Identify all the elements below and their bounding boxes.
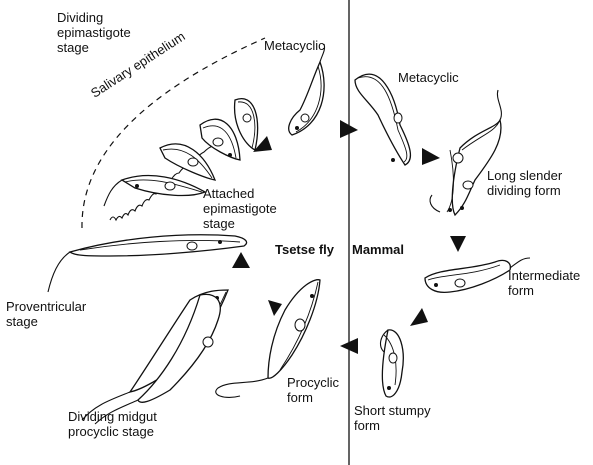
dividing-midgut-cells [82, 290, 228, 424]
short-stumpy-cell [381, 330, 404, 397]
metacyclic-fly-cell [289, 44, 325, 135]
metacyclic-mammal-cell [355, 74, 410, 165]
label-mammal: Mammal [352, 242, 404, 257]
label-procyclic-form: Procyclic form [287, 375, 339, 405]
proventricular-cell [48, 235, 247, 292]
label-dividing-epimastigote-stage: Dividing epimastigote stage [57, 10, 131, 55]
label-short-stumpy-form: Short stumpy form [354, 403, 431, 433]
label-tsetse-fly: Tsetse fly [275, 242, 334, 257]
label-dividing-midgut-procyclic-stage: Dividing midgut procyclic stage [68, 409, 157, 439]
label-metacyclic-fly: Metacyclic [264, 38, 325, 53]
label-attached-epimastigote-stage: Attached epimastigote stage [203, 186, 277, 231]
arrow-to-long-slender [422, 148, 440, 165]
arrow-to-intermediate [450, 236, 466, 252]
label-proventricular-stage: Proventricular stage [6, 299, 86, 329]
label-long-slender-dividing-form: Long slender dividing form [487, 168, 562, 198]
arrow-to-proventricular [232, 252, 250, 268]
arrow-to-dividing-midgut [268, 300, 282, 316]
label-metacyclic-mammal: Metacyclic [398, 70, 459, 85]
arrow-to-short-stumpy [410, 308, 428, 326]
label-intermediate-form: Intermediate form [508, 268, 580, 298]
